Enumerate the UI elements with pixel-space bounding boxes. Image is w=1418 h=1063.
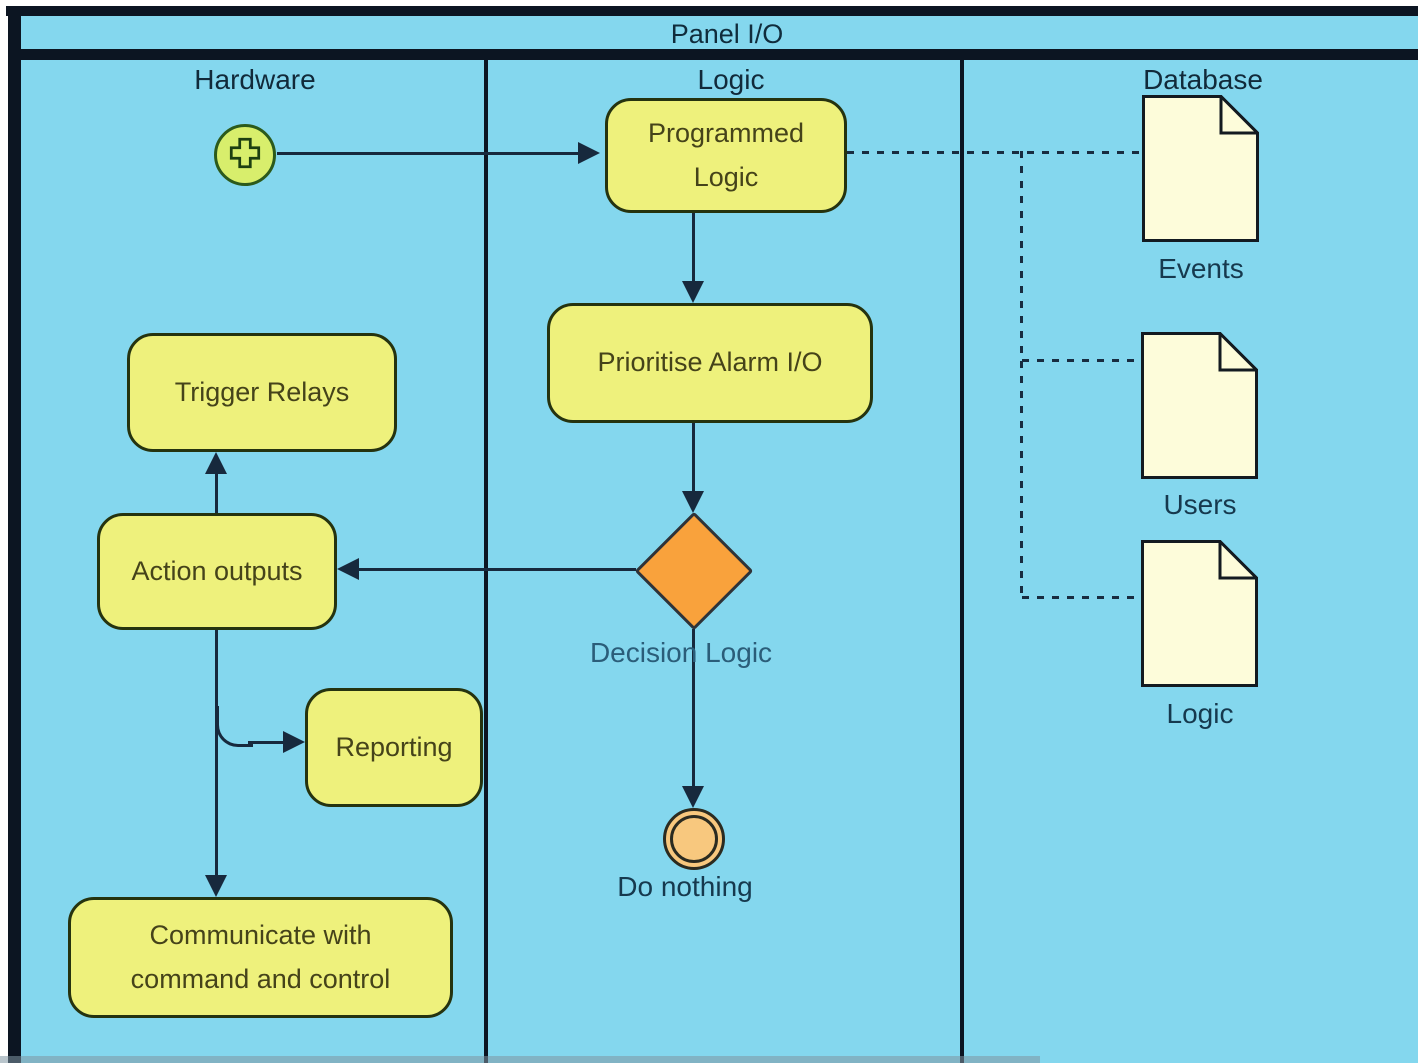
flow-prioritise-to-decision	[692, 423, 695, 491]
arrowhead-into-trigger-relays	[205, 452, 227, 474]
pool-top-border	[6, 6, 1418, 16]
pool-title: Panel I/O	[670, 19, 784, 49]
task-communicate-line1: Communicate with	[149, 920, 372, 951]
task-programmed-logic-line1: Programmed	[647, 118, 805, 149]
task-communicate: Communicate with command and control	[68, 897, 453, 1018]
end-event-label: Do nothing	[617, 871, 753, 902]
task-action-outputs: Action outputs	[97, 513, 337, 630]
association-line-events	[847, 151, 1142, 154]
task-action-outputs-label: Action outputs	[131, 555, 303, 586]
arrowhead-into-action-outputs	[337, 558, 359, 580]
arrowhead-into-prioritise	[682, 281, 704, 303]
document-logic-label: Logic	[1166, 698, 1234, 729]
arrowhead-into-communicate	[205, 875, 227, 897]
association-line-logic	[1022, 596, 1142, 599]
flow-action-to-communicate	[215, 628, 218, 875]
document-logic-icon	[1141, 537, 1261, 692]
plus-icon	[226, 134, 264, 177]
pool-bottom-edge	[0, 1056, 1040, 1063]
end-event-inner-ring	[670, 815, 718, 863]
task-prioritise-alarm: Prioritise Alarm I/O	[547, 303, 873, 423]
flow-branch-elbow	[216, 706, 253, 747]
document-users-label: Users	[1163, 489, 1237, 520]
task-prioritise-alarm-label: Prioritise Alarm I/O	[597, 347, 823, 378]
task-reporting: Reporting	[305, 688, 483, 807]
pool-title-divider	[8, 49, 1418, 60]
arrowhead-into-end-event	[682, 786, 704, 808]
document-users-icon	[1141, 329, 1261, 484]
association-line-users	[1022, 359, 1142, 362]
lane-label-logic: Logic	[697, 64, 765, 95]
flow-action-to-trigger	[215, 474, 218, 514]
flow-decision-to-action-outputs	[359, 568, 636, 571]
pool-left-border	[8, 6, 21, 1063]
document-events-icon	[1142, 92, 1262, 247]
arrowhead-into-decision	[682, 491, 704, 513]
flow-programmed-to-prioritise	[692, 213, 695, 283]
lane-divider-hardware-logic	[484, 60, 488, 1063]
end-event	[663, 808, 725, 870]
association-line-vertical	[1020, 151, 1023, 598]
task-trigger-relays-label: Trigger Relays	[174, 376, 350, 407]
lane-divider-logic-database	[960, 60, 964, 1063]
task-trigger-relays: Trigger Relays	[127, 333, 397, 452]
flow-start-to-programmed	[277, 152, 578, 155]
task-communicate-line2: command and control	[130, 963, 391, 994]
arrowhead-into-reporting	[283, 731, 305, 753]
task-programmed-logic: Programmed Logic	[605, 98, 847, 213]
flow-branch-to-reporting	[248, 741, 285, 744]
flow-decision-to-end	[692, 629, 695, 786]
lane-label-database: Database	[1143, 64, 1263, 95]
document-events-label: Events	[1158, 253, 1244, 284]
gateway-decision-label: Decision Logic	[589, 637, 773, 668]
task-programmed-logic-line2: Logic	[693, 161, 759, 192]
start-event	[214, 124, 276, 186]
task-reporting-label: Reporting	[335, 731, 453, 762]
arrowhead-into-programmed-logic	[578, 142, 600, 164]
lane-label-hardware: Hardware	[194, 64, 316, 95]
